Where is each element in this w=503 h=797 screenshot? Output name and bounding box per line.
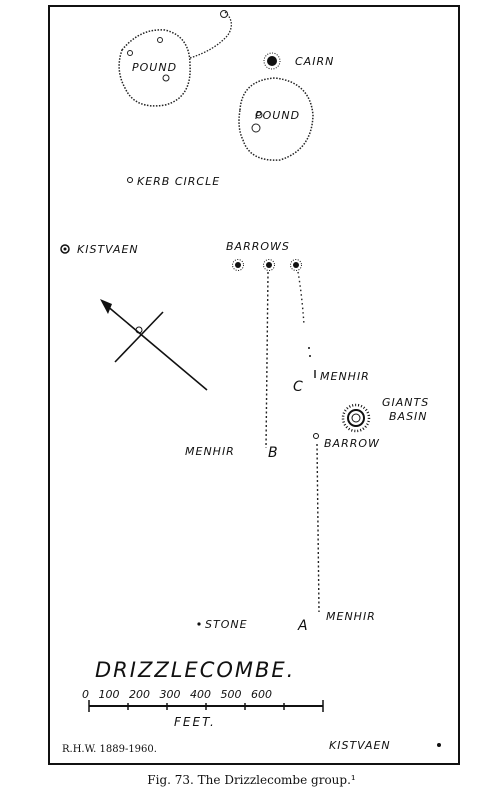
- barrow-label: BARROW: [324, 437, 380, 450]
- giants-basin-icon: [341, 403, 371, 433]
- kistvaen-upper-icon: [60, 244, 70, 254]
- stone-row-c: [297, 271, 305, 326]
- menhir-a-label: MENHIR: [326, 610, 376, 623]
- scale-tick: 300: [159, 688, 181, 701]
- north-arrow-icon: [100, 299, 208, 391]
- pound-2-hut: [255, 111, 263, 119]
- scale-tick: 200: [129, 688, 150, 701]
- menhir-b-label: MENHIR: [185, 445, 235, 458]
- giants-basin-label-1: GIANTS: [382, 396, 430, 409]
- pound-1-hut: [157, 37, 163, 43]
- scale-tick: 100: [98, 688, 120, 701]
- kistvaen-lower-icon: [437, 743, 441, 747]
- barrows-label: BARROWS: [226, 240, 290, 253]
- cairn-icon: [263, 52, 281, 70]
- scale-tick: 500: [220, 688, 242, 701]
- reave-line: [189, 11, 232, 59]
- figure-caption: Fig. 73. The Drizzlecombe group.¹: [147, 773, 356, 787]
- pound-1-hut: [127, 50, 133, 56]
- stone-row-b: [265, 271, 269, 449]
- giants-basin-label-2: BASIN: [389, 410, 428, 423]
- map-title: DRIZZLECOMBE.: [95, 658, 296, 682]
- stone-label: STONE: [205, 618, 248, 631]
- pound-2-outline: [238, 77, 314, 161]
- scale-bar: [88, 700, 324, 712]
- letter-c-label: C: [293, 379, 304, 395]
- letter-a-label: A: [298, 618, 309, 634]
- scale-tick: 600: [251, 688, 272, 701]
- pound-2-hut: [251, 123, 261, 133]
- scale-tick-labels: 0 100 200 300 400 500 600: [82, 688, 272, 701]
- scale-tick: 400: [190, 688, 211, 701]
- scale-unit: FEET.: [174, 715, 216, 729]
- menhir-c-label: MENHIR: [320, 370, 370, 383]
- stone-icon: [197, 622, 201, 626]
- cairn-label: CAIRN: [295, 55, 335, 68]
- pound-1-label: POUND: [132, 61, 178, 74]
- reave-hut: [220, 10, 228, 18]
- pound-1-outline: [118, 29, 191, 107]
- barrow-icon: [313, 433, 319, 439]
- kerb-circle-icon: [127, 177, 133, 183]
- row-c-stone: [309, 355, 311, 357]
- scale-tick: 0: [82, 688, 89, 701]
- stone-row-a: [316, 443, 320, 613]
- pound-2-label: POUND: [255, 109, 301, 122]
- pound-1-hut: [162, 74, 170, 82]
- signature: R.H.W. 1889-1960.: [62, 744, 157, 755]
- barrows-icons: [232, 259, 302, 271]
- kerb-circle-label: KERB CIRCLE: [137, 175, 221, 188]
- map-frame: [48, 5, 460, 765]
- kistvaen-upper-label: KISTVAEN: [77, 243, 139, 256]
- kistvaen-lower-label: KISTVAEN: [329, 739, 391, 752]
- row-c-stone: [308, 347, 310, 349]
- letter-b-label: B: [268, 445, 279, 461]
